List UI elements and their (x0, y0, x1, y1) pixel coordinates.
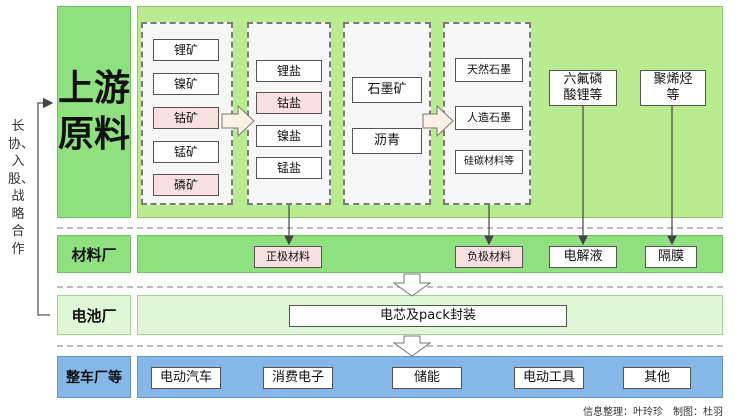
mineral-nickel: 镍矿 (153, 73, 219, 95)
synthetic-graphite: 人造石墨 (455, 106, 523, 130)
materials-title: 材料厂 (71, 245, 117, 264)
upstream-title-line2: 原料 (58, 114, 131, 155)
mineral-cobalt: 钴矿 (153, 107, 219, 129)
salt-nickel: 镍盐 (256, 125, 322, 147)
upstream-title-line1: 上游 (58, 68, 131, 109)
materials-title-cell: 材料厂 (57, 235, 131, 273)
battery-to-vehicle-arrow (392, 335, 432, 357)
salt-manganese: 锰盐 (256, 157, 322, 179)
natural-graphite: 天然石墨 (455, 58, 523, 82)
side-bracket (37, 97, 54, 316)
graphite-sources-panel (343, 22, 431, 205)
silicon-carbon: 硅碳材料等 (455, 150, 523, 174)
mineral-manganese: 锰矿 (153, 141, 219, 163)
app-other: 其他 (623, 367, 691, 389)
electrolyte-box: 电解液 (549, 246, 617, 268)
anode-box: 负极材料 (455, 246, 523, 268)
materials-to-battery-arrow (392, 273, 432, 297)
graphite-ore: 石墨矿 (352, 77, 422, 103)
vehicle-title-cell: 整车厂等 (57, 356, 131, 398)
lipf6-box: 六氟磷酸锂等 (549, 70, 617, 106)
cathode-box: 正极材料 (254, 246, 322, 268)
upstream-title-cell: 上游 原料 (57, 6, 131, 218)
sources-to-anode-arrow (422, 104, 454, 138)
app-consumer-electronics: 消费电子 (263, 367, 333, 389)
app-energy-storage: 储能 (392, 367, 462, 389)
salt-lithium: 锂盐 (256, 60, 322, 82)
battery-title-cell: 电池厂 (57, 295, 131, 335)
mineral-phosphorus: 磷矿 (153, 174, 219, 196)
side-label: 长协、入股、战略合作 (8, 119, 35, 257)
polyolefin-box: 聚烯烃等 (640, 70, 706, 106)
vehicle-title: 整车厂等 (66, 370, 122, 386)
materials-band (137, 235, 723, 273)
separator-box: 隔膜 (645, 246, 697, 268)
battery-title: 电池厂 (71, 306, 117, 325)
salt-cobalt: 钴盐 (256, 92, 322, 114)
cell-pack-box: 电芯及pack封装 (289, 305, 567, 327)
pitch: 沥青 (352, 128, 422, 154)
credits: 信息整理：叶玲珍 制图：杜羽 (583, 407, 723, 418)
app-ev: 电动汽车 (151, 367, 221, 389)
minerals-to-salts-arrow (221, 104, 255, 138)
app-power-tools: 电动工具 (514, 367, 584, 389)
mineral-lithium: 锂矿 (153, 39, 219, 61)
